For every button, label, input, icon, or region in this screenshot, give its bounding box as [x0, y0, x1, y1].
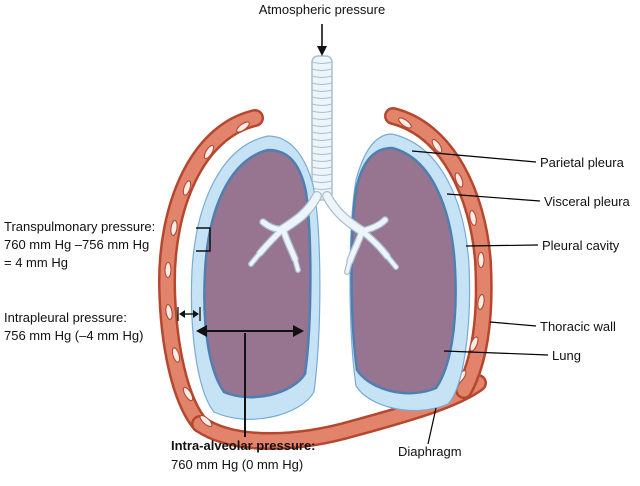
right-lung	[350, 146, 457, 395]
intrapleural-label-line2: 756 mm Hg (–4 mm Hg)	[4, 328, 143, 343]
transpulmonary-bracket	[196, 227, 211, 252]
intra-alveolar-label-line2: 760 mm Hg (0 mm Hg)	[171, 457, 303, 472]
atmospheric-pressure-label: Atmospheric pressure	[259, 2, 385, 17]
lung-label: Lung	[552, 348, 581, 363]
left-lung	[203, 148, 312, 399]
atmospheric-arrow	[317, 24, 327, 56]
visceral-pleura-label: Visceral pleura	[544, 194, 631, 209]
trachea-rings	[311, 61, 333, 197]
intra-alveolar-arrow	[196, 325, 304, 437]
diaphragm-label: Diaphragm	[398, 444, 462, 459]
intrapleural-label-line1: Intrapleural pressure:	[4, 310, 127, 325]
trachea	[311, 55, 333, 201]
bronchial-tree	[248, 191, 399, 275]
pleural-cavity-label: Pleural cavity	[542, 238, 620, 253]
transpulmonary-label-line1: Transpulmonary pressure:	[4, 219, 155, 234]
thoracic-wall-left	[157, 109, 264, 433]
rib-cross-sections	[164, 117, 485, 428]
transpulmonary-label-line2: 760 mm Hg –756 mm Hg	[4, 237, 149, 252]
intrapleural-arrow	[177, 307, 201, 321]
intra-alveolar-label-line1: Intra-alveolar pressure:	[171, 438, 316, 453]
leader-lines	[411, 150, 549, 445]
parietal-pleura-label: Parietal pleura	[540, 155, 625, 170]
thoracic-wall-label: Thoracic wall	[540, 319, 616, 334]
transpulmonary-label-line3: = 4 mm Hg	[4, 255, 68, 270]
